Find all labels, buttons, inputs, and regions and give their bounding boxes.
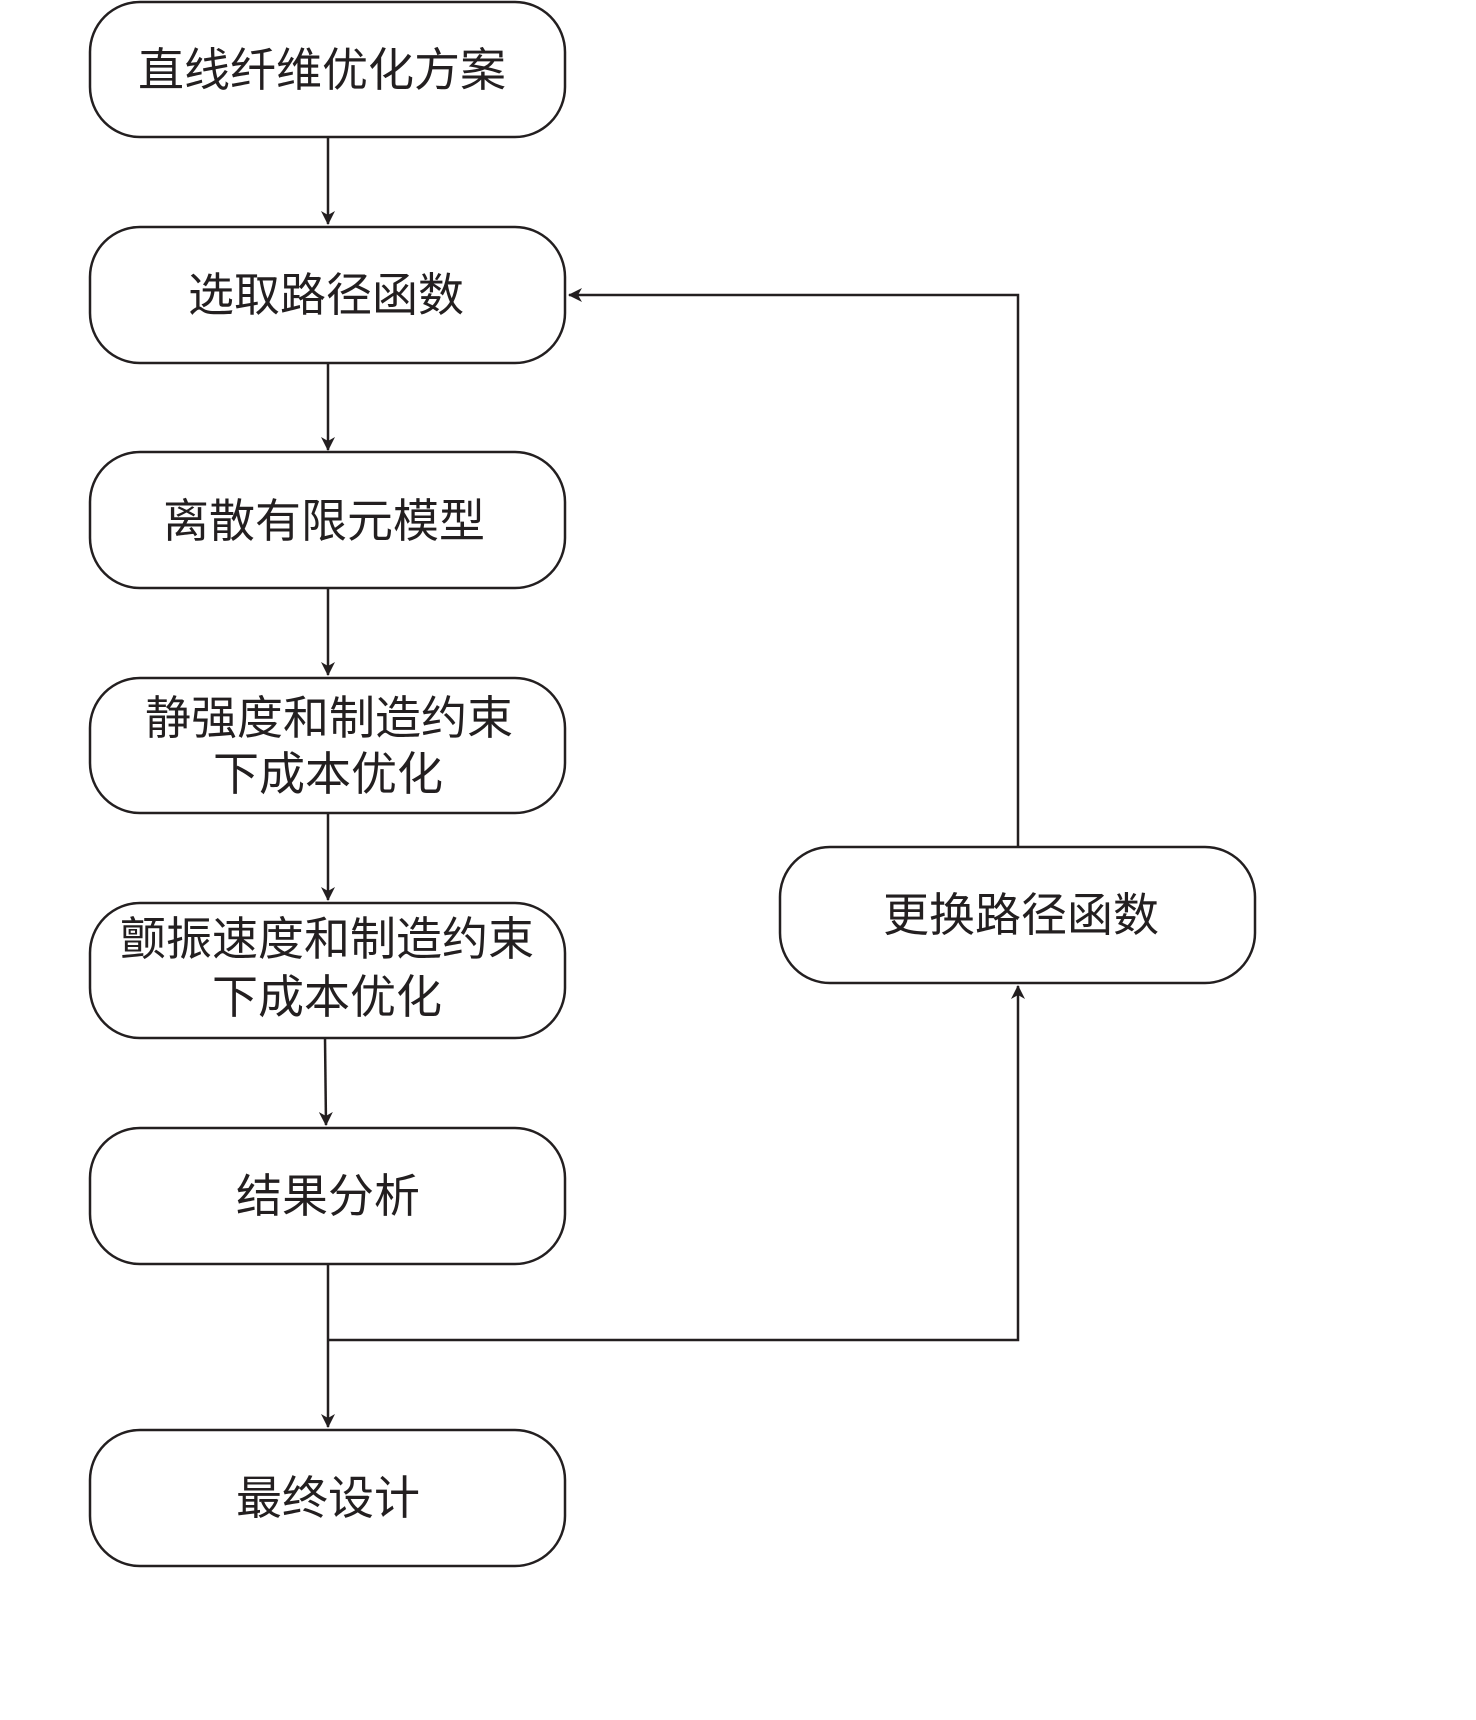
node-final: 最终设计 — [88, 1428, 567, 1568]
node-select-path: 选取路径函数 — [88, 225, 567, 365]
node-static-opt-box — [88, 676, 567, 815]
node-change-path-label: 更换路径函数 — [883, 888, 1159, 942]
node-discrete-fe-box — [88, 450, 567, 590]
node-start: 直线纤维优化方案 — [88, 0, 567, 139]
flowchart-diagram: 直线纤维优化方案 选取路径函数 离散有限元模型 静强度和制造约束 下成本优化 颤… — [88, 0, 1257, 1568]
node-analysis-label: 结果分析 — [236, 1169, 420, 1223]
arrow-change-path-to-select-path — [568, 288, 1020, 847]
connectors — [318, 137, 1025, 1428]
node-final-label: 最终设计 — [236, 1471, 420, 1525]
node-flutter-opt: 颤振速度和制造约束 下成本优化 — [88, 901, 567, 1040]
arrow-flutter-opt-to-analysis — [318, 1037, 333, 1126]
node-select-path-label: 选取路径函数 — [188, 268, 464, 322]
node-start-label: 直线纤维优化方案 — [138, 43, 506, 97]
node-change-path: 更换路径函数 — [778, 845, 1257, 985]
node-select-path-box — [88, 225, 567, 365]
node-final-box — [88, 1428, 567, 1568]
node-static-opt-label-line-2: 下成本优化 — [213, 747, 443, 801]
node-discrete-fe: 离散有限元模型 — [88, 450, 567, 590]
node-static-opt-label-line-1: 静强度和制造约束 — [145, 691, 513, 745]
arrow-analysis-to-change-path — [328, 985, 1025, 1342]
node-analysis-box — [88, 1126, 567, 1266]
node-analysis: 结果分析 — [88, 1126, 567, 1266]
node-flutter-opt-box — [88, 901, 567, 1040]
node-change-path-box — [778, 845, 1257, 985]
node-discrete-fe-label: 离散有限元模型 — [163, 494, 485, 548]
node-flutter-opt-label-line-1: 颤振速度和制造约束 — [120, 912, 534, 966]
node-static-opt: 静强度和制造约束 下成本优化 — [88, 676, 567, 815]
node-start-box — [88, 0, 567, 139]
node-flutter-opt-label-line-2: 下成本优化 — [212, 970, 442, 1024]
